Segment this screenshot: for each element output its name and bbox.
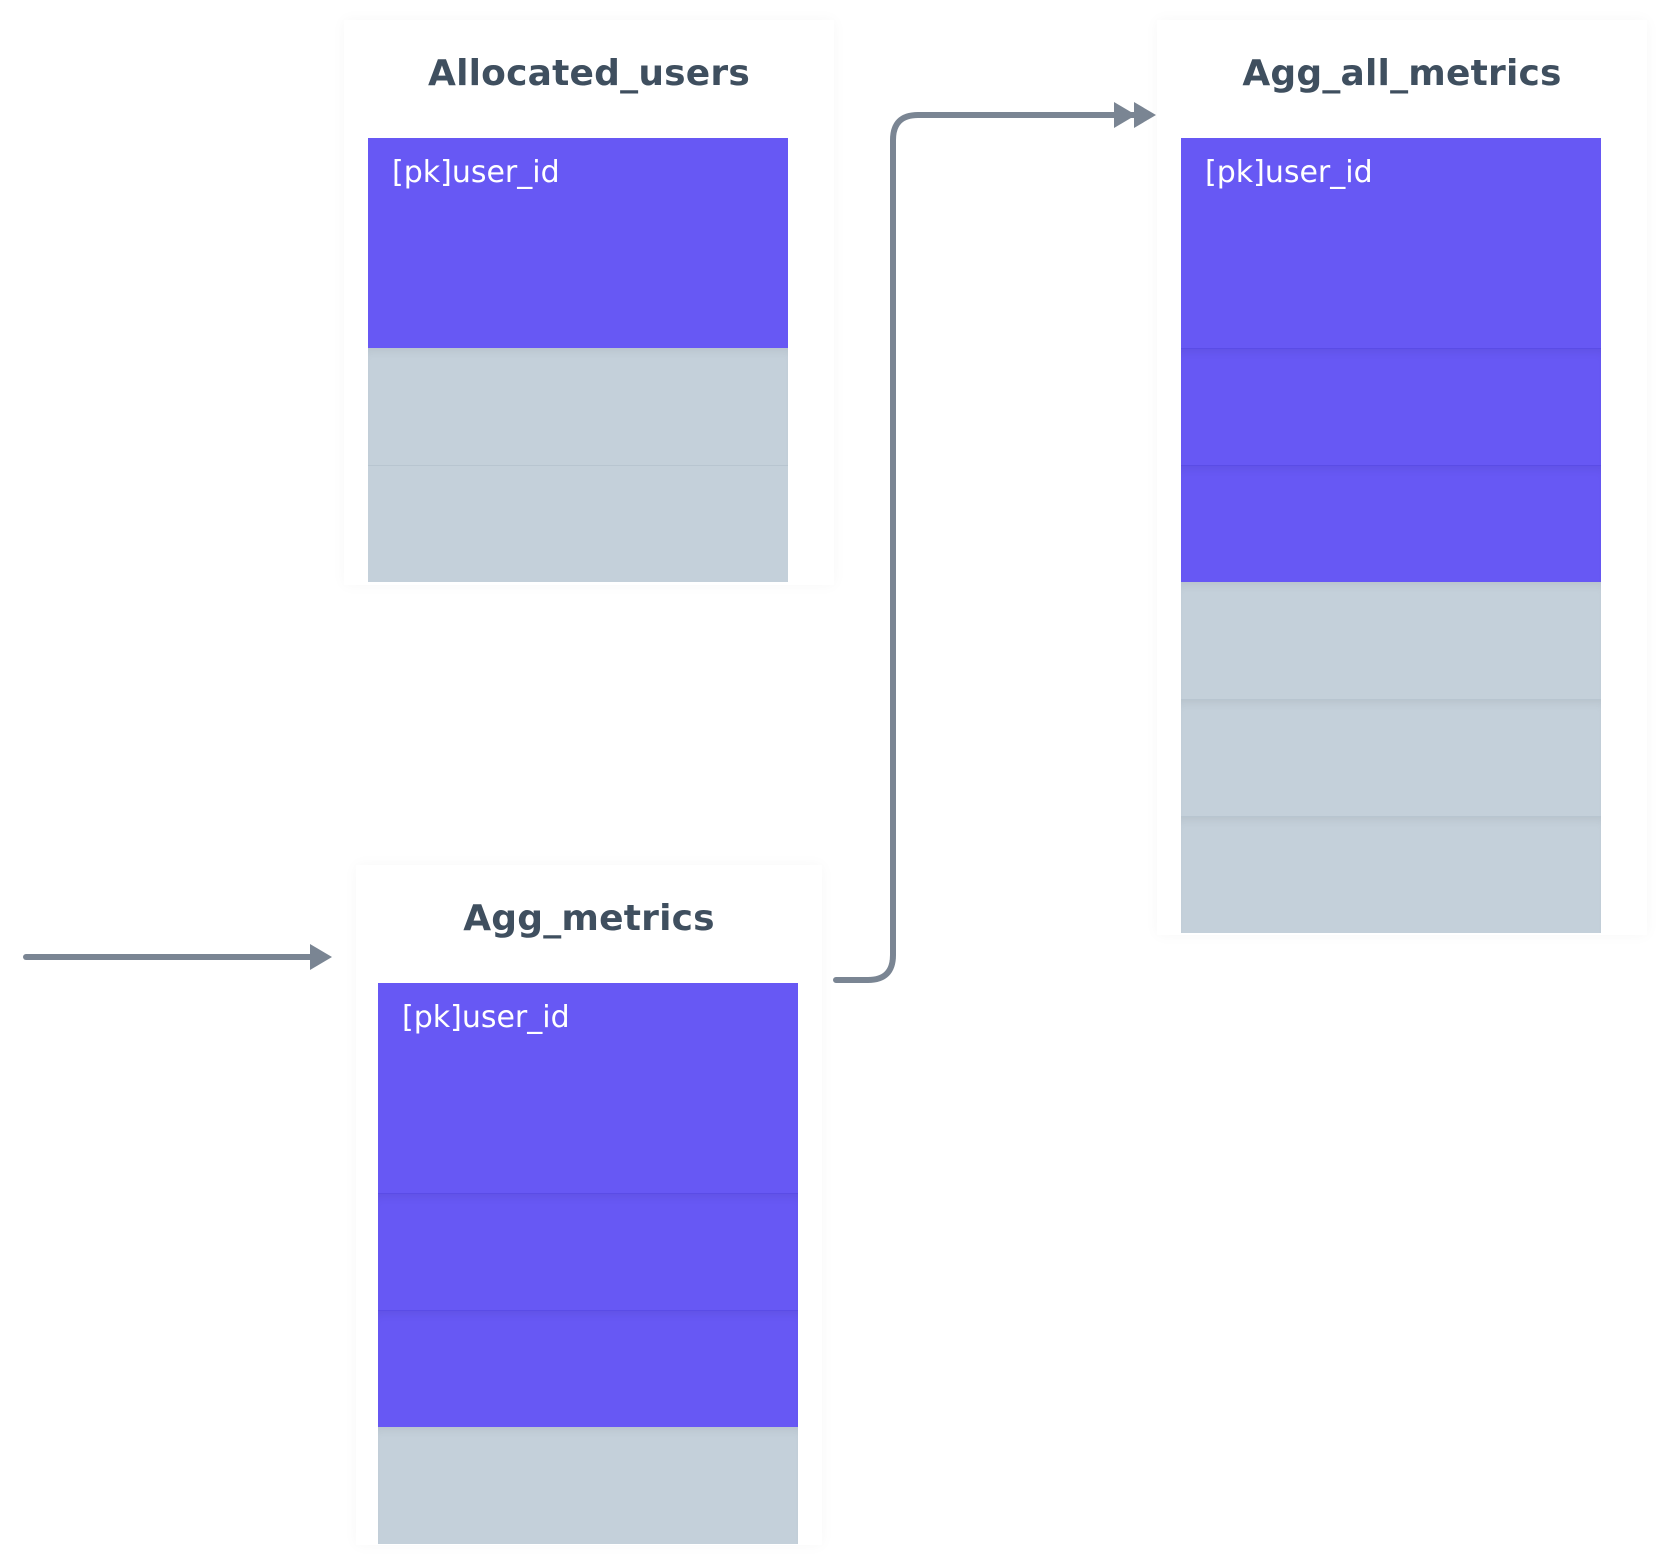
entity-agg-all-metrics[interactable]: Agg_all_metrics [pk]user_id [1157,20,1647,935]
entity-row-key[interactable]: [pk]user_id [368,138,788,348]
arrowhead-agg-metrics [310,944,332,970]
entity-rows: [pk]user_id [1181,138,1601,933]
entity-row-key[interactable]: [pk]user_id [1181,138,1601,348]
entity-row[interactable] [1181,582,1601,699]
entity-row[interactable] [378,1427,798,1544]
entity-row[interactable] [1181,699,1601,816]
entity-row-key[interactable] [378,1193,798,1310]
entity-rows: [pk]user_id [368,138,788,582]
entity-row[interactable] [1181,816,1601,933]
entity-rows: [pk]user_id [378,983,798,1544]
entity-row[interactable] [368,348,788,465]
entity-title-agg-metrics: Agg_metrics [463,898,715,939]
field-label: [pk]user_id [1205,155,1373,190]
arrowhead-agg-all-metrics-tip [1134,102,1156,128]
connector-agg-metrics-to-agg-all-metrics [833,112,1141,983]
entity-title-agg-all-metrics: Agg_all_metrics [1242,53,1562,94]
entity-row-key[interactable] [1181,465,1601,582]
entity-title-allocated-users: Allocated_users [428,53,750,94]
entity-agg-metrics[interactable]: Agg_metrics [pk]user_id [356,865,822,1545]
field-label: [pk]user_id [402,1000,570,1035]
field-label: [pk]user_id [392,155,560,190]
entity-allocated-users[interactable]: Allocated_users [pk]user_id [344,20,834,585]
entity-row[interactable] [368,465,788,582]
entity-row-key[interactable] [378,1310,798,1427]
entity-row-key[interactable] [1181,348,1601,465]
entity-row-key[interactable]: [pk]user_id [378,983,798,1193]
arrowhead-agg-all-metrics [1114,102,1136,128]
